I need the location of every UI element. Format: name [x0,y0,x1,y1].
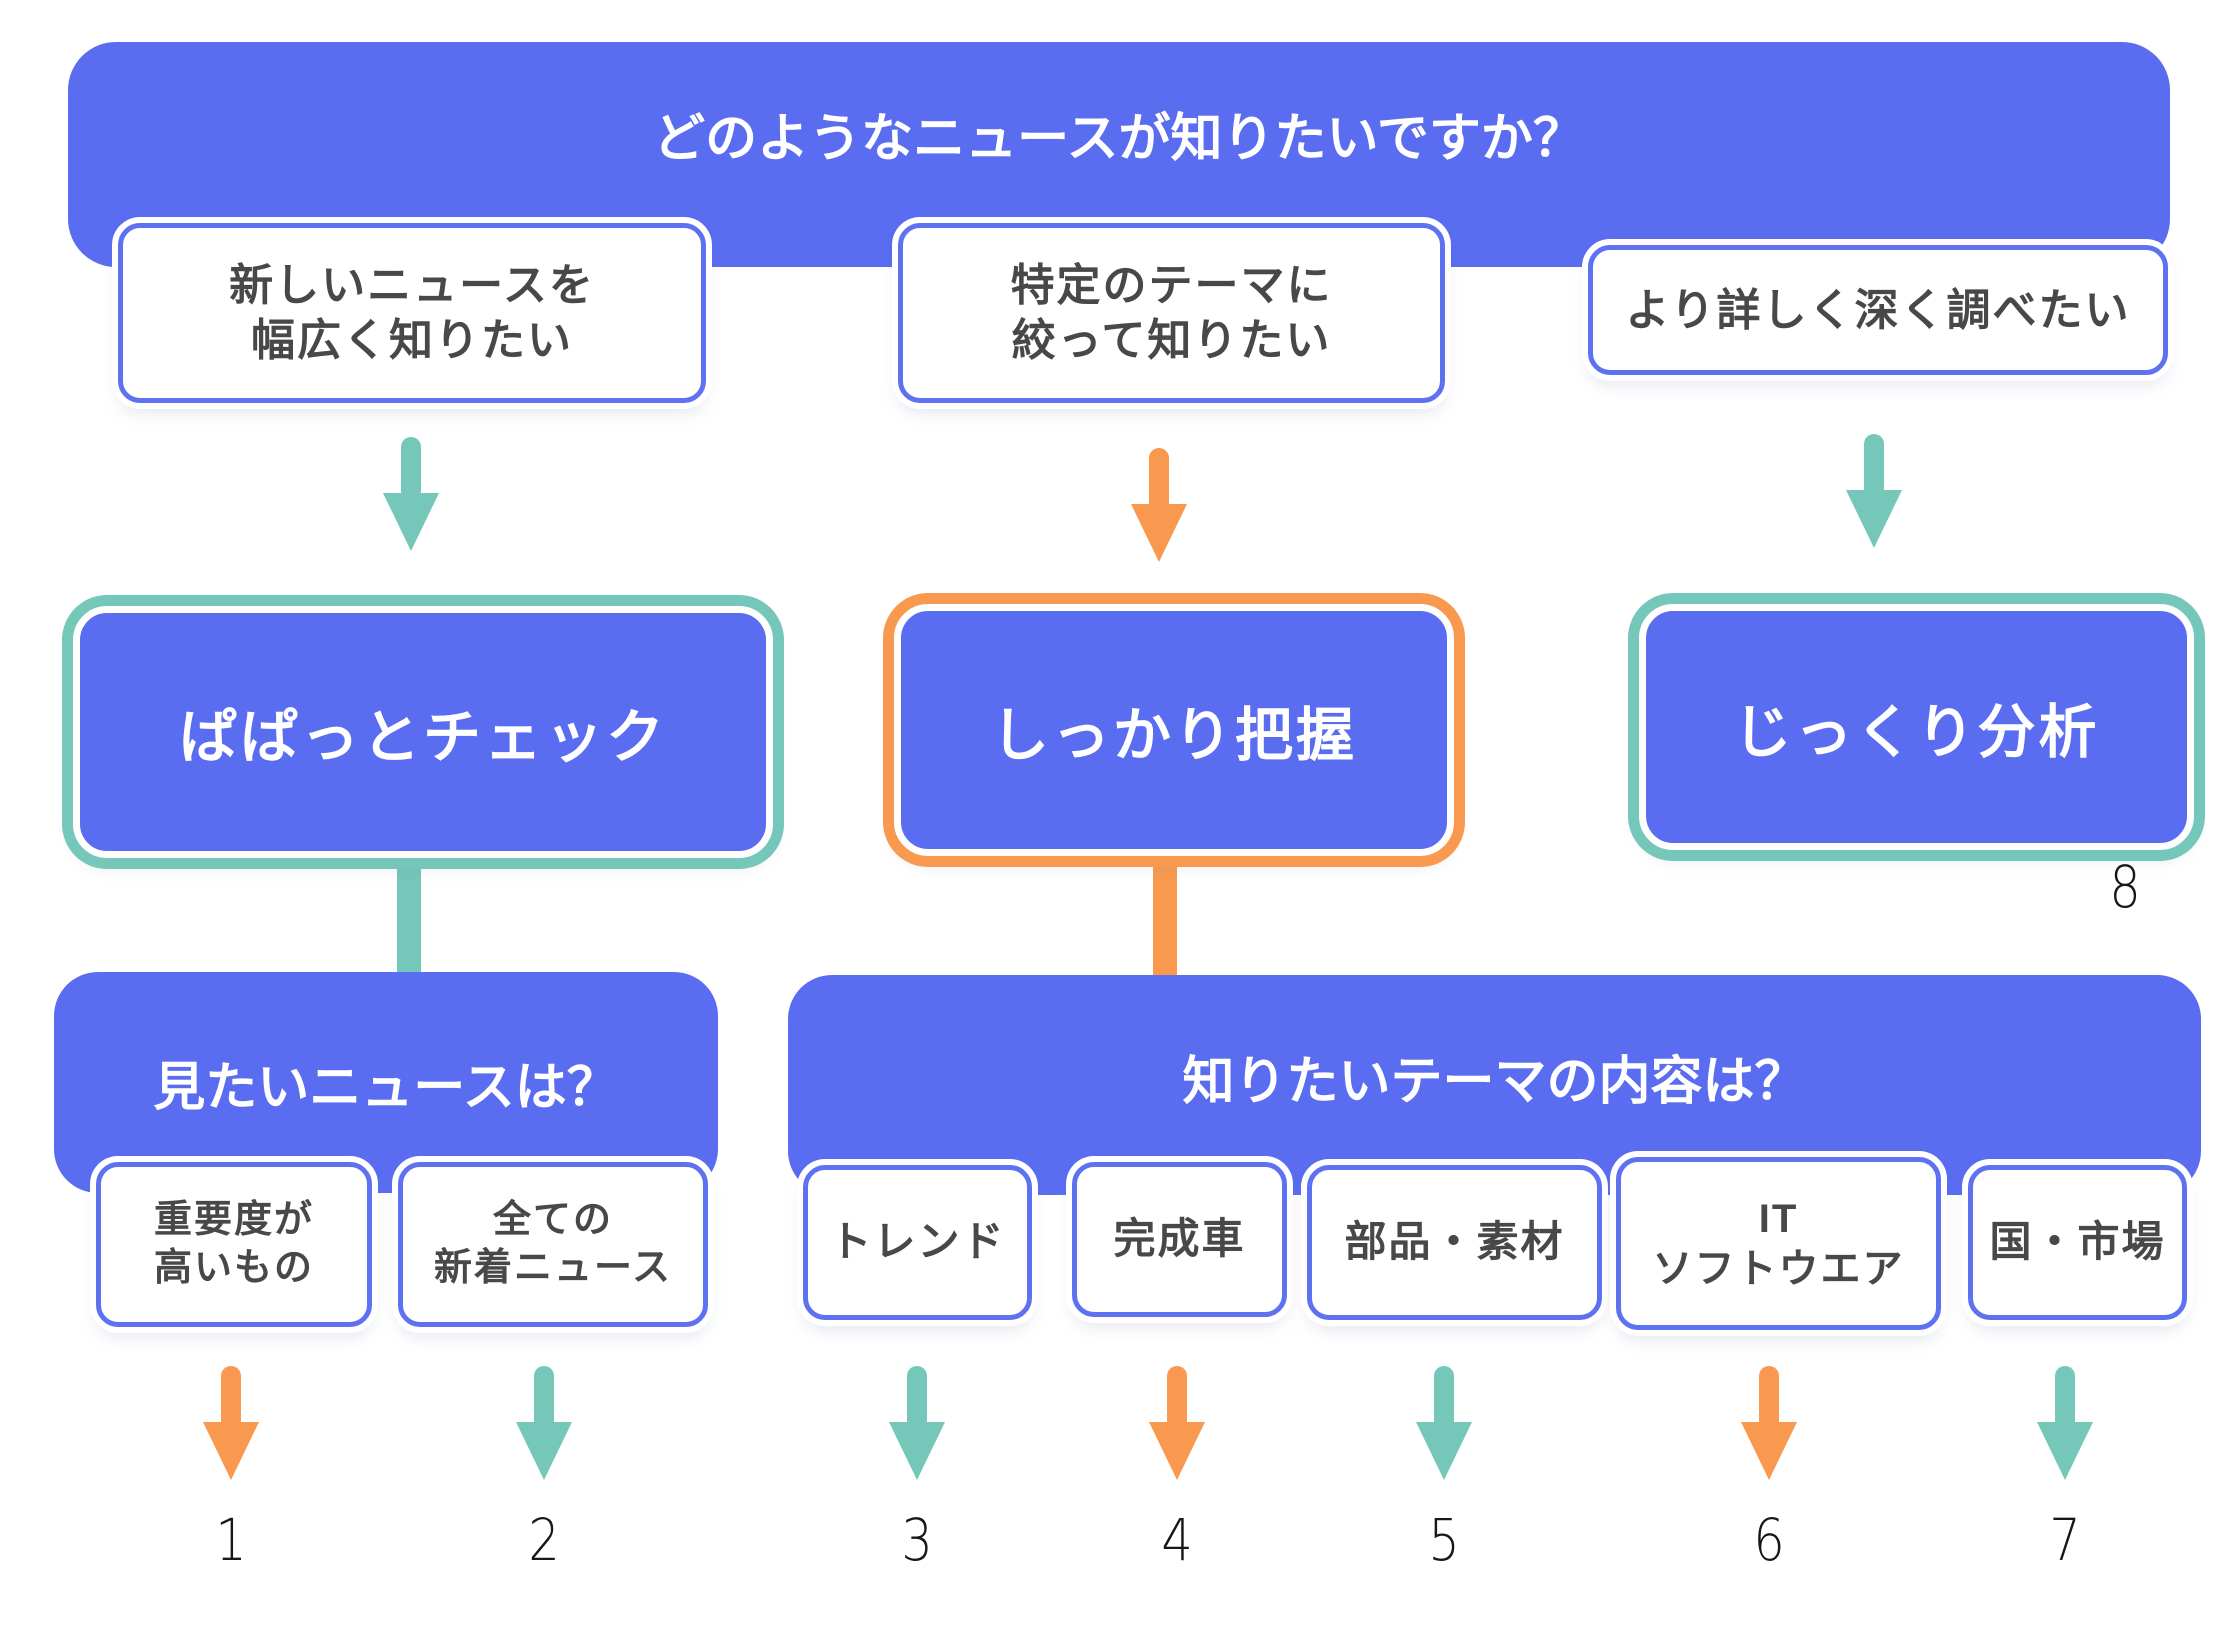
answer-label: 全ての 新着ニュース [433,1199,673,1289]
answer-label: 国・市場 [1989,1218,2166,1266]
result-number-6: 6 [1753,1506,1785,1574]
option-label: 特定のテーマに 絞って知りたい [1010,261,1333,365]
down-arrow-result-1 [203,1366,259,1474]
mode-box-deep-analysis: じっくり分析 [1639,604,2194,850]
answer-box-it-software: IT ソフトウエア [1616,1157,1941,1330]
down-arrow-result-5 [1416,1366,1472,1474]
result-number-1: 1 [215,1506,247,1574]
mode-label: しっかり把握 [990,703,1357,768]
result-number-8: 8 [2109,853,2141,921]
down-arrow-specific [1131,448,1187,564]
result-number-4: 4 [1161,1506,1193,1574]
option-box-specific-theme: 特定のテーマに 絞って知りたい [898,223,1445,403]
option-box-broad-news: 新しいニュースを 幅広く知りたい [118,223,706,403]
answer-box-finished-vehicles: 完成車 [1072,1162,1287,1317]
down-arrow-deep [1846,434,1902,550]
option-label: より詳しく深く調べたい [1625,285,2131,335]
mode-label: ぱぱっとチェック [178,705,667,770]
answer-box-trend: トレンド [803,1165,1032,1320]
connector-solid-grasp [1153,850,1177,995]
result-number-3: 3 [901,1506,933,1574]
answer-box-all-new-news: 全ての 新着ニュース [398,1162,708,1327]
answer-label: 重要度が 高いもの [153,1199,314,1289]
answer-box-high-importance: 重要度が 高いもの [96,1162,372,1327]
result-number-2: 2 [528,1506,560,1574]
mode-label: じっくり分析 [1733,700,2100,765]
sub-question-text: 見たいニュースは？ [153,1059,619,1117]
answer-label: IT ソフトウエア [1652,1196,1905,1291]
connector-quick-check [397,850,421,990]
answer-label: 完成車 [1113,1215,1246,1263]
down-arrow-result-3 [889,1366,945,1474]
mode-box-quick-check: ぱぱっとチェック [73,606,773,858]
sub-question-banner-right: 知りたいテーマの内容は？ [788,975,2201,1195]
down-arrow-result-4 [1149,1366,1205,1474]
mode-box-solid-grasp: しっかり把握 [894,604,1454,856]
option-label: 新しいニュースを 幅広く知りたい [229,261,595,365]
down-arrow-broad [383,437,439,553]
sub-question-banner-left: 見たいニュースは？ [54,972,718,1193]
down-arrow-result-6 [1741,1366,1797,1474]
result-number-5: 5 [1428,1506,1460,1574]
answer-label: 部品・素材 [1344,1218,1565,1266]
down-arrow-result-7 [2037,1366,2093,1474]
answer-box-parts-materials: 部品・素材 [1307,1165,1602,1320]
option-box-deep-research: より詳しく深く調べたい [1588,245,2168,375]
result-number-7: 7 [2049,1506,2081,1574]
answer-box-country-market: 国・市場 [1968,1165,2187,1320]
answer-label: トレンド [829,1218,1006,1266]
down-arrow-result-2 [516,1366,572,1474]
top-question-text: どのようなニュースが知りたいですか？ [653,110,1585,168]
sub-question-text: 知りたいテーマの内容は？ [1182,1052,1807,1111]
